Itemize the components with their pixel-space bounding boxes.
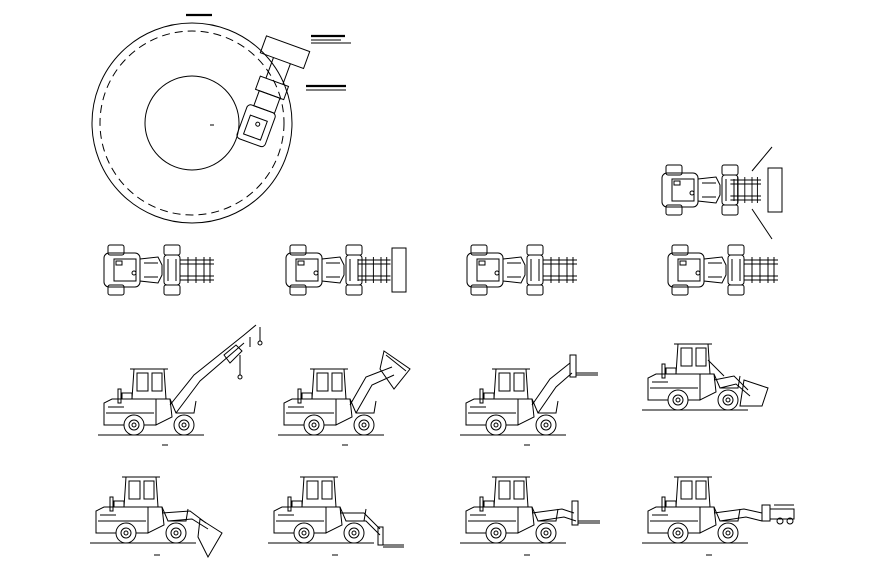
dashed-clearance-circle bbox=[99, 30, 285, 216]
top-view-1 bbox=[103, 244, 215, 296]
side-view-crane-jib bbox=[97, 324, 263, 446]
side-view-forks-lowered bbox=[267, 476, 404, 556]
top-view-articulated bbox=[661, 146, 783, 240]
side-view-bucket-dump bbox=[89, 476, 223, 559]
top-view-3 bbox=[466, 244, 578, 296]
side-view-bale-clamp bbox=[277, 350, 411, 446]
side-view-block-clamp bbox=[641, 476, 795, 556]
loader-on-circle bbox=[236, 35, 311, 148]
top-view-2 bbox=[285, 244, 407, 296]
outer-circle bbox=[91, 22, 293, 224]
turning-circle-diagram bbox=[91, 13, 351, 224]
side-view-forks-extended bbox=[459, 476, 600, 556]
side-view-bucket-lowered bbox=[641, 343, 769, 411]
side-view-pallet-forks-raised bbox=[459, 354, 598, 446]
inner-circle bbox=[144, 75, 240, 171]
top-view-4 bbox=[667, 244, 779, 296]
